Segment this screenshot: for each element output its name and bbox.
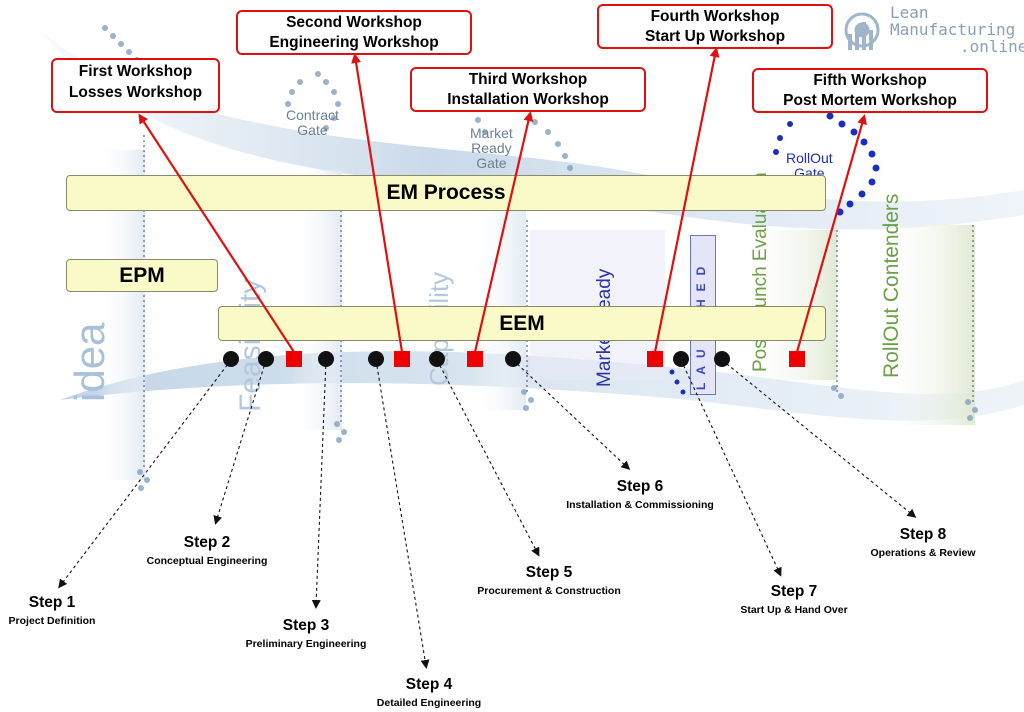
step-1-title: Step 1 (28, 594, 76, 611)
step-4-dot (368, 351, 384, 367)
step-7-dot (673, 351, 689, 367)
step-3-connector (311, 359, 327, 609)
workshop-1-title: First Workshop (78, 63, 193, 80)
step-6-dot (505, 351, 521, 367)
logo-text: Lean Manufacturing .online (890, 4, 1024, 55)
step-6-label: Step 6 Installation & Commissioning (550, 478, 730, 511)
step-2-dot (258, 351, 274, 367)
step-8-dot (714, 351, 730, 367)
step-3-description: Preliminary Engineering (245, 638, 367, 650)
logo-line1: Lean (890, 3, 929, 22)
step-8-title: Step 8 (899, 526, 947, 543)
workshop-5-title: Fifth Workshop (813, 72, 927, 89)
step-1-label: Step 1 Project Definition (4, 594, 100, 627)
workshop-2-connector (351, 53, 404, 353)
step-7-description: Start Up & Hand Over (740, 604, 848, 616)
step-8-description: Operations & Review (870, 547, 976, 559)
step-5-label: Step 5 Procurement & Construction (462, 564, 636, 597)
step-3-title: Step 3 (282, 617, 330, 634)
workshop-1-subtitle: Losses Workshop (68, 84, 203, 101)
step-5-title: Step 5 (525, 564, 573, 581)
workshop-1-connector (138, 113, 295, 353)
contract-gate-label: Contract Gate (286, 107, 339, 138)
step-2-title: Step 2 (183, 534, 231, 551)
step-7-title: Step 7 (770, 583, 818, 600)
step-1-description: Project Definition (8, 615, 96, 627)
workshop-1-marker (286, 351, 302, 367)
workshop-3-title: Third Workshop (468, 71, 588, 88)
workshop-2-subtitle: Engineering Workshop (269, 34, 439, 51)
step-3-label: Step 3 Preliminary Engineering (231, 617, 381, 650)
step-6-connector (512, 359, 631, 471)
workshop-3-marker (467, 351, 483, 367)
step-4-connector (375, 359, 430, 669)
workshop-3-connector (473, 111, 534, 353)
workshop-4-box: Fourth Workshop Start Up Workshop (597, 4, 833, 49)
step-7-connector (680, 359, 782, 577)
step-7-label: Step 7 Start Up & Hand Over (726, 583, 862, 616)
workshop-5-connector (795, 114, 867, 353)
step-6-title: Step 6 (616, 478, 664, 495)
step-4-description: Detailed Engineering (376, 697, 482, 709)
epm-bar: EPM (66, 259, 218, 292)
step-8-label: Step 8 Operations & Review (856, 526, 990, 559)
column-rollout (880, 225, 975, 425)
workshop-2-title: Second Workshop (286, 14, 422, 31)
step-1-dot (223, 351, 239, 367)
step-1-connector (58, 359, 232, 589)
step-5-connector (436, 359, 540, 557)
step-4-label: Step 4 Detailed Engineering (364, 676, 494, 709)
workshop-1-box: First Workshop Losses Workshop (51, 58, 220, 113)
eem-bar: EEM (218, 306, 826, 341)
workshop-3-subtitle: Installation Workshop (447, 91, 609, 108)
step-5-description: Procurement & Construction (477, 585, 621, 597)
workshop-2-marker (394, 351, 410, 367)
workshop-4-title: Fourth Workshop (650, 8, 780, 25)
step-2-label: Step 2 Conceptual Engineering (134, 534, 280, 567)
workshop-4-subtitle: Start Up Workshop (644, 28, 786, 45)
market-ready-gate-label: Market Ready Gate (470, 125, 513, 171)
step-5-dot (429, 351, 445, 367)
column-market-ready (530, 230, 665, 380)
workshop-5-subtitle: Post Mortem Workshop (783, 92, 957, 109)
logo-line3: .online (960, 37, 1024, 56)
logo-line2: Manufacturing (890, 20, 1016, 39)
step-2-description: Conceptual Engineering (146, 555, 268, 567)
workshop-4-marker (647, 351, 663, 367)
column-feasibility (290, 170, 342, 430)
em-process-bar: EM Process (66, 175, 826, 211)
column-capability (470, 190, 526, 410)
step-6-description: Installation & Commissioning (566, 499, 714, 511)
workshop-3-box: Third Workshop Installation Workshop (410, 67, 646, 112)
workshop-5-marker (789, 351, 805, 367)
step-3-dot (318, 351, 334, 367)
workshop-4-connector (653, 47, 720, 353)
step-2-connector (213, 359, 267, 525)
step-8-connector (721, 359, 917, 518)
workshop-2-box: Second Workshop Engineering Workshop (236, 10, 472, 55)
workshop-5-box: Fifth Workshop Post Mortem Workshop (752, 68, 988, 113)
step-4-title: Step 4 (405, 676, 453, 693)
